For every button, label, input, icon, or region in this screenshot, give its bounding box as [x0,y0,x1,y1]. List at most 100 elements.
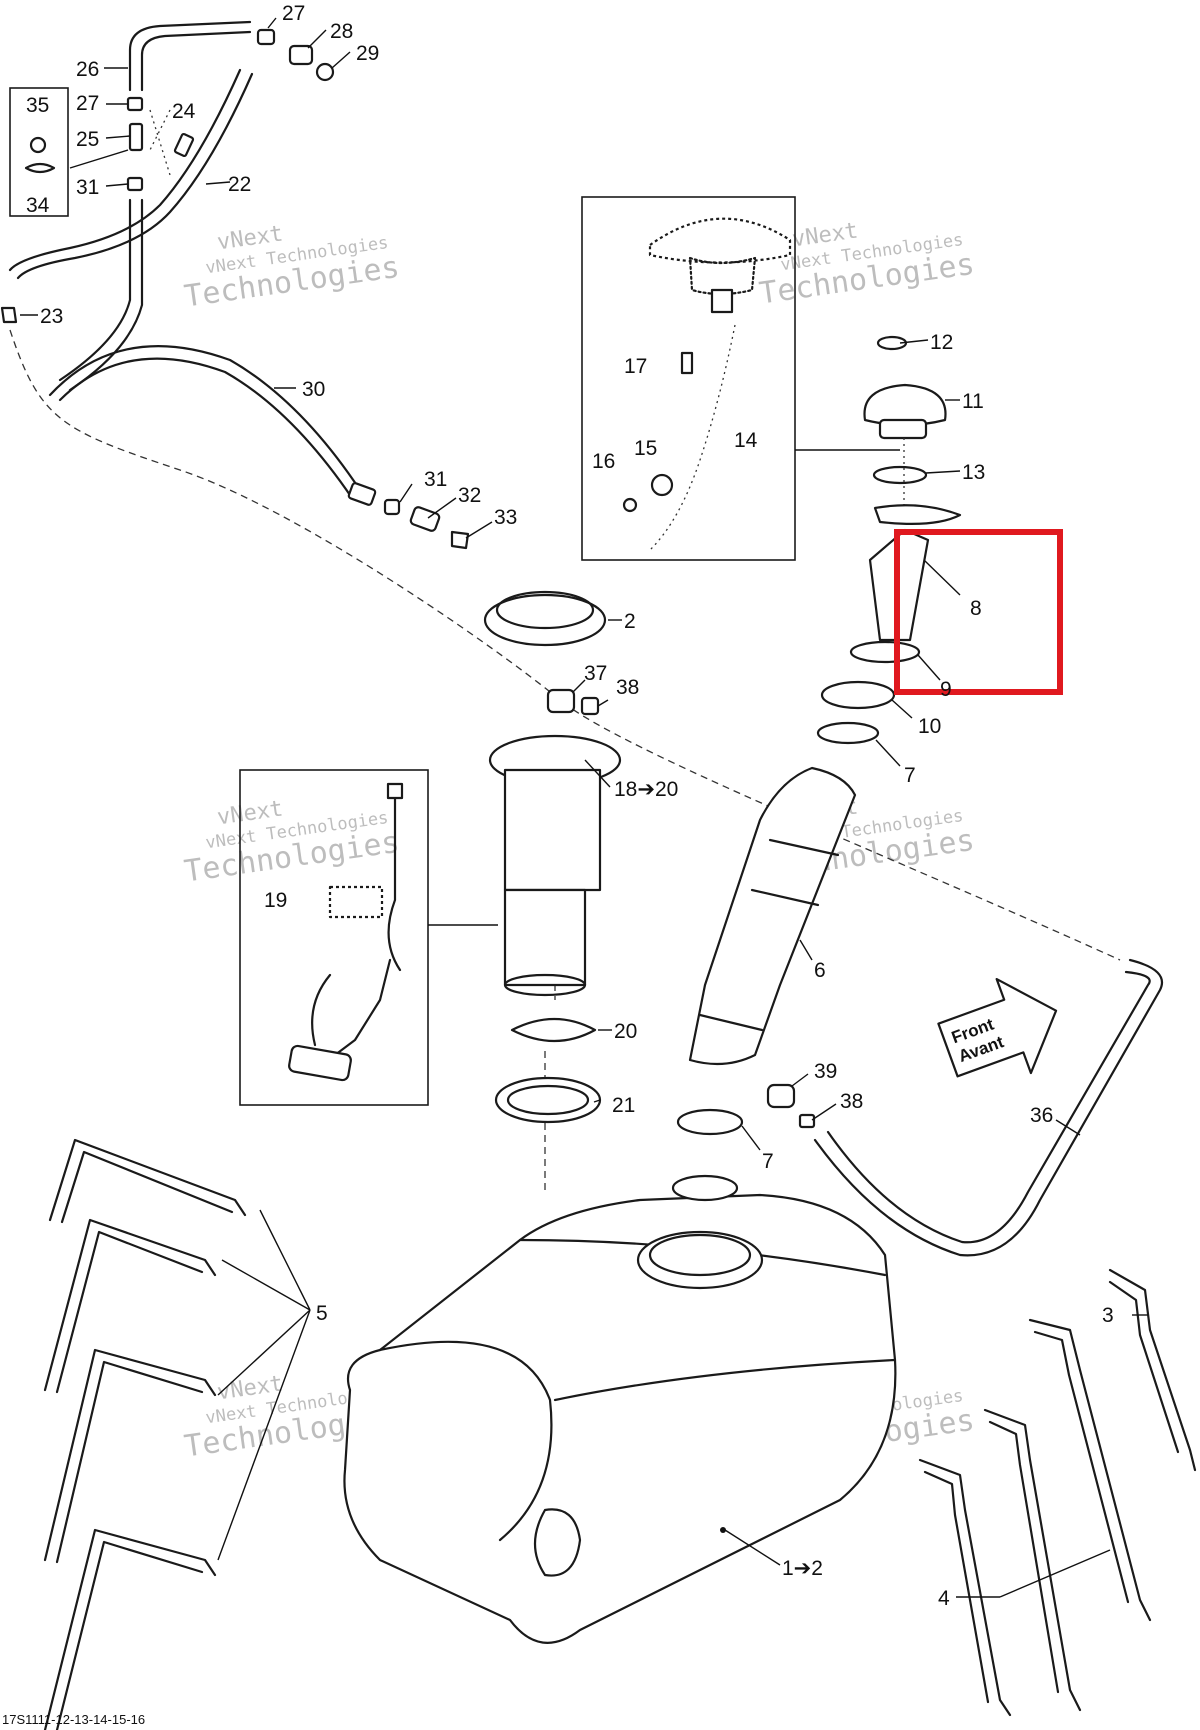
callout-31-low: 31 [424,468,447,491]
fitting-31-top [126,176,144,192]
callout-29: 29 [356,42,379,65]
hose-30 [48,345,362,492]
hose-22-inner [16,72,254,280]
inset-box-sender [239,769,429,1106]
callout-leaders [20,17,1148,1598]
fuel-pump-module [483,590,622,1124]
callout-13: 13 [962,461,985,484]
leader-inset [69,149,129,169]
part-20-strainer [510,1017,597,1043]
fitting-27-mid [126,96,144,112]
callout-37: 37 [584,662,607,685]
callout-23: 23 [40,305,63,328]
tank-reference-dot [720,1527,726,1533]
front-arrow-shape [937,977,1058,1078]
cap-inset-stem [710,288,734,314]
part-35-washer [29,136,47,154]
leader-18 [584,759,611,788]
nut-29 [315,62,335,82]
hose-26-inner [140,30,252,92]
leader-12 [899,339,929,344]
part-2-lock-ring [483,593,607,647]
callout-32: 32 [458,484,481,507]
strap-4-b-inner [988,1420,1060,1694]
inset-box-cap [581,196,796,561]
callout-6: 6 [814,959,826,982]
hose-6-band-3 [698,1013,764,1032]
front-direction-arrow: Front Avant [937,977,1058,1078]
callout-7-top: 7 [904,764,916,787]
part-8-flange [873,504,962,525]
dotted-link-24 [149,109,171,176]
sender-arm [333,958,392,1057]
strap-5-c [43,1348,217,1562]
strap-5-b-inner [55,1230,204,1394]
callout-16: 16 [592,450,615,473]
tank-side-ridge [553,1358,897,1402]
part-18-body [503,768,602,892]
sender-float [288,1044,352,1082]
tank-handle-loop [534,1508,582,1577]
fuel-tank [343,1174,897,1644]
tee-25 [128,122,144,152]
callout-10: 10 [918,715,941,738]
callout-38-low: 38 [840,1090,863,1113]
cap-inset-dome [648,217,792,264]
fuel-level-sender-inset [239,769,498,1106]
leader-29 [331,51,351,69]
callout-11: 11 [962,390,984,413]
routing-dashed-line-vent [9,329,1121,961]
leader-6 [799,939,813,961]
leader-7-top [875,739,901,767]
sender-swing-arrow [311,973,332,1047]
leader-9 [917,654,941,681]
callout-22: 22 [228,173,251,196]
watermark-top-left: vNext vNext Technologies Technologies [182,221,402,314]
filler-neck-assembly [676,335,1163,1257]
callout-2-ring: 2 [624,610,636,633]
watermark-top-right: vNext vNext Technologies Technologies [757,218,977,311]
strap-4-a [1028,1318,1152,1622]
callout-15: 15 [634,437,657,460]
leader-31-top [105,183,129,187]
callout-18: 18➔20 [614,778,678,801]
callout-36: 36 [1030,1104,1053,1127]
callout-28: 28 [330,20,353,43]
callout-1: 1➔2 [782,1557,823,1580]
part-14-chain [649,324,736,551]
part-11-cap-thread [878,418,928,440]
part-34-clip [24,162,56,174]
part-7-clamp-upper [816,721,880,745]
callout-20: 20 [614,1020,637,1043]
fuel-cap-inset [581,196,900,561]
callout-35: 35 [26,94,49,117]
tank-pump-opening-inner [648,1233,752,1277]
callout-3: 3 [1102,1304,1114,1327]
tank-seat-ridge [378,1340,553,1542]
strap-4-c [918,1458,1012,1717]
callout-4: 4 [938,1587,950,1610]
strap-4-c-inner [923,1470,990,1704]
part-18-canister-base [503,973,587,997]
strap-3 [1108,1268,1197,1472]
leader-36 [1055,1119,1081,1136]
part-38-connector [798,1113,816,1129]
callout-34: 34 [26,194,50,217]
hose-6-band-2 [750,888,820,907]
callout-17: 17 [624,355,647,378]
fitting-27-top [256,28,276,46]
part-9-seal [849,640,921,664]
plug-24 [173,132,195,158]
sender-connector [386,782,404,800]
sender-wire [387,788,402,972]
callout-7-low: 7 [762,1150,774,1173]
hose-26 [128,20,252,92]
strap-4-a-inner [1033,1330,1130,1604]
part-7-clamp-lower [676,1108,744,1136]
strap-5-d [43,1528,217,1730]
hose-6-band-1 [768,838,840,857]
leader-4-a [999,1549,1111,1598]
hose-vertical [58,198,132,382]
clamp-31 [383,498,401,516]
callout-25: 25 [76,128,99,151]
